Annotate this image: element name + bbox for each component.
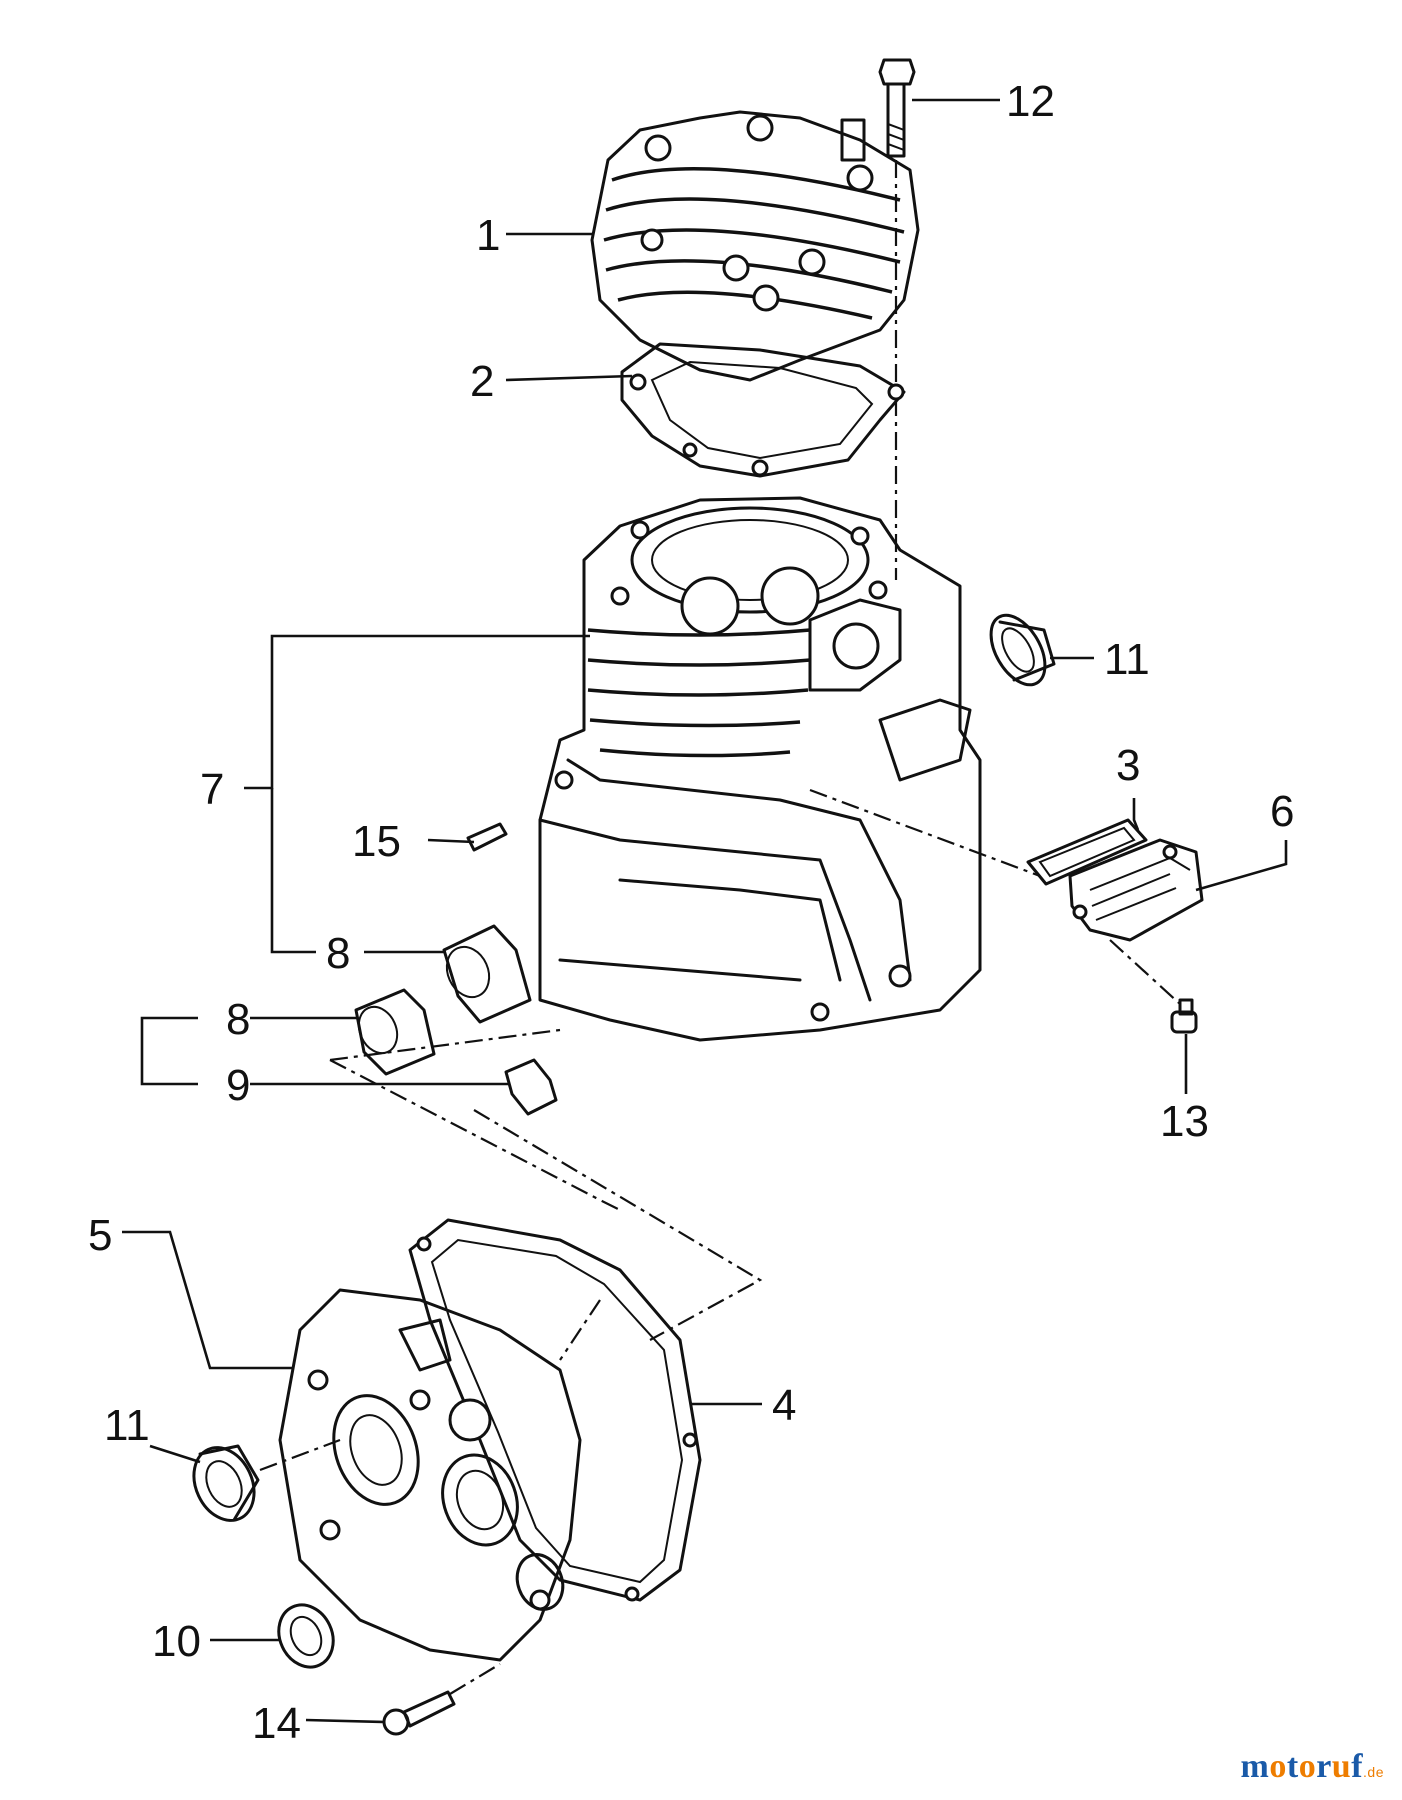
watermark-letter-t: t <box>1286 1748 1299 1785</box>
part-1-cylinder-head <box>590 110 920 382</box>
callout-5: 5 <box>88 1211 112 1260</box>
part-10-bushing <box>277 1603 335 1669</box>
breather-dashline <box>809 788 1041 878</box>
part-6-breather-cover <box>1068 838 1204 942</box>
screw-dashline <box>1109 939 1181 1005</box>
callout-13: 13 <box>1160 1097 1209 1146</box>
watermark-letter-m: m <box>1240 1748 1270 1785</box>
callout-10: 10 <box>152 1617 201 1666</box>
part-3-breather-gasket <box>1026 818 1148 886</box>
callout-4: 4 <box>772 1381 796 1430</box>
screw-14-dashline <box>449 1663 501 1695</box>
callout-15: 15 <box>352 817 401 866</box>
part-9-bearing <box>504 1058 558 1116</box>
callout-14: 14 <box>252 1699 301 1748</box>
callout-8-lower: 8 <box>226 995 250 1044</box>
part-2-head-gasket <box>620 342 906 478</box>
watermark-letter-o1: o <box>1269 1748 1287 1785</box>
part-15-dowel-pin <box>466 822 508 852</box>
callout-11-upper: 11 <box>1104 635 1150 684</box>
motoruf-watermark: motoruf.de <box>1241 1748 1384 1786</box>
part-12-bolt <box>878 58 916 158</box>
seal-lower-dashline <box>259 1438 341 1472</box>
part-5-crankcase-cover <box>278 1288 582 1662</box>
bushing-dashline-b <box>329 1028 561 1062</box>
callout-6: 6 <box>1270 787 1294 836</box>
bushing-dashline <box>329 1059 621 1211</box>
callout-9: 9 <box>226 1061 250 1110</box>
part-11-oil-seal-lower <box>192 1444 260 1522</box>
callout-8-upper: 8 <box>326 929 350 978</box>
part-7-cylinder-block <box>538 496 982 1042</box>
part-14-screw <box>382 1690 456 1736</box>
part-13-screw <box>1170 998 1198 1034</box>
callout-7: 7 <box>200 765 224 814</box>
bearing-dashline <box>473 1109 763 1341</box>
watermark-letter-f: f <box>1351 1748 1364 1785</box>
watermark-letter-o2: o <box>1298 1748 1317 1785</box>
leader-lines <box>122 98 1288 1724</box>
callout-3: 3 <box>1116 741 1140 790</box>
callout-labels: 12 1 2 11 7 3 6 15 8 8 9 13 5 4 11 10 14 <box>88 77 1294 1748</box>
callout-12: 12 <box>1006 77 1055 126</box>
watermark-letter-r: r <box>1316 1748 1332 1785</box>
watermark-letter-u: u <box>1331 1748 1352 1785</box>
cover-dashline <box>559 1299 601 1361</box>
part-8-bushing-upper <box>442 924 532 1024</box>
part-11-oil-seal-upper <box>989 613 1056 687</box>
part-8-bushing-lower <box>354 988 436 1076</box>
callout-1: 1 <box>476 211 500 260</box>
callout-2: 2 <box>470 357 494 406</box>
watermark-domain-suffix: .de <box>1363 1764 1384 1780</box>
part-4-crankcase-gasket <box>408 1218 702 1602</box>
callout-11-lower: 11 <box>104 1401 150 1450</box>
